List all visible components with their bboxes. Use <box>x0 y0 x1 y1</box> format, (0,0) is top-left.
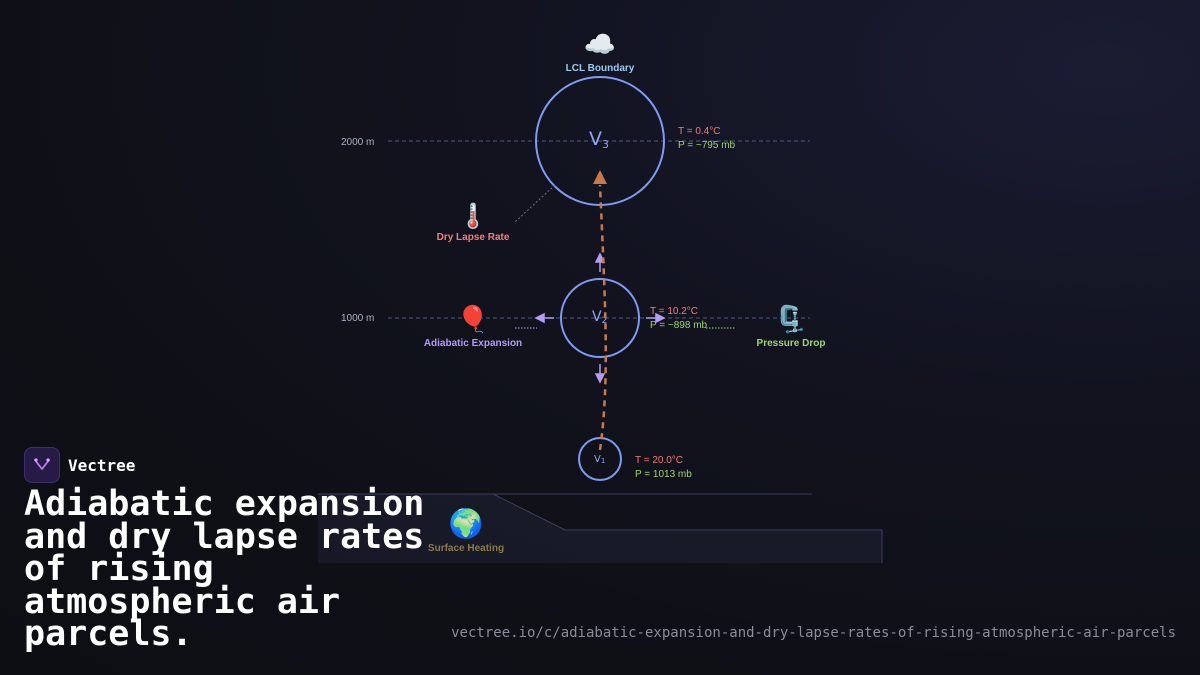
parcel-v2-temperature: T = 10.2°C <box>650 306 698 317</box>
clamp-icon: 🗜️ <box>775 304 807 335</box>
vectree-logo-icon <box>34 458 50 470</box>
altitude-label-2000: 2000 m <box>341 137 374 148</box>
brand-name: Vectree <box>68 455 136 475</box>
parcel-v1-temperature: T = 20.0°C <box>635 455 683 466</box>
ground-outline <box>318 493 883 563</box>
brand: Vectree <box>24 447 135 483</box>
dry-lapse-rate-label: Dry Lapse Rate <box>437 232 510 243</box>
parcel-v3-letter: V <box>589 128 602 150</box>
earth-icon: 🌍 <box>449 507 484 540</box>
page-url: vectree.io/c/adiabatic-expansion-and-dry… <box>451 625 1176 641</box>
parcel-v3-label: V3 <box>589 128 609 151</box>
rising-path-arrowhead <box>593 170 607 184</box>
balloon-icon: 🎈 <box>457 303 489 335</box>
lapse-connector-line <box>514 184 556 223</box>
thermometer-icon: 🌡️ <box>458 202 488 230</box>
vectree-logo <box>24 447 60 483</box>
parcel-v2-subscript: 2 <box>602 316 608 326</box>
parcel-v2-letter: V <box>592 309 602 325</box>
parcel-v3-pressure: P = ~795 mb <box>678 140 736 151</box>
cloud-icon: ☁️ <box>584 30 616 60</box>
parcel-v2-label: V2 <box>592 309 607 326</box>
parcel-v1-circle <box>578 437 622 481</box>
expansion-arrows <box>534 252 666 384</box>
pressure-drop-label: Pressure Drop <box>757 338 826 349</box>
parcel-v3-subscript: 3 <box>602 138 609 151</box>
parcel-v1-letter: V <box>594 454 601 465</box>
parcel-v1-label: V1 <box>594 454 605 465</box>
altitude-label-1000: 1000 m <box>341 313 374 324</box>
page-title: Adiabatic expansion and dry lapse rates … <box>24 484 425 654</box>
parcel-v2-circle <box>560 278 640 358</box>
ground-surface <box>318 494 882 563</box>
parcel-v1-pressure: P = 1013 mb <box>635 469 692 480</box>
adiabatic-expansion-label: Adiabatic Expansion <box>424 338 522 349</box>
surface-heating-label: Surface Heating <box>428 543 504 554</box>
rising-parcel-path <box>598 184 608 451</box>
parcel-v1-subscript: 1 <box>601 457 605 465</box>
parcel-v3-temperature: T = 0.4°C <box>678 126 720 137</box>
parcel-v2-pressure: P = ~898 mb <box>650 320 708 331</box>
lcl-boundary-label: LCL Boundary <box>566 63 635 74</box>
